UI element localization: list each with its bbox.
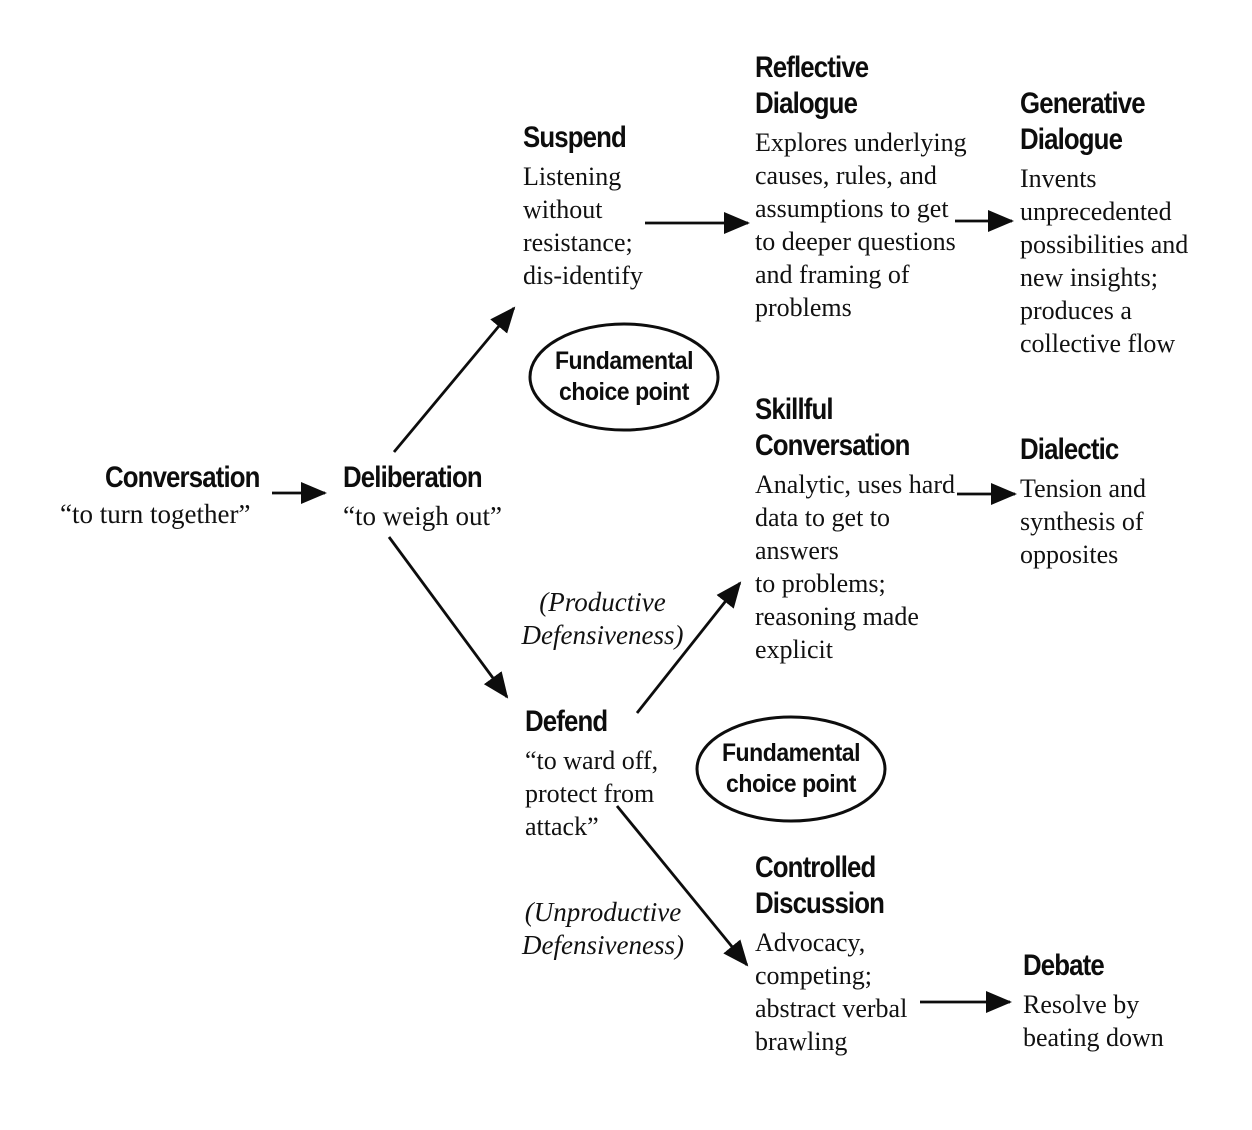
node-skillful-conversation: Skillful Conversation Analytic, uses har… bbox=[755, 392, 955, 666]
suspend-description: Listening without resistance; dis-identi… bbox=[523, 162, 643, 290]
generative-dialogue-description: Invents unprecedented possibilities and … bbox=[1020, 164, 1189, 358]
node-dialectic: Dialectic Tension and synthesis of oppos… bbox=[1020, 432, 1146, 571]
suspend-title: Suspend bbox=[523, 121, 627, 154]
unproductive-defensiveness-label: (Unproductive Defensiveness) bbox=[522, 897, 684, 960]
debate-title: Debate bbox=[1023, 949, 1105, 982]
conversation-title: Conversation bbox=[105, 461, 260, 494]
conversation-description: “to turn together” bbox=[60, 499, 251, 529]
node-conversation-subtitle: “to turn together” bbox=[60, 494, 250, 531]
node-deliberation: Deliberation “to weigh out” bbox=[343, 460, 504, 533]
defend-description: “to ward off, protect from attack” bbox=[525, 746, 659, 841]
skillful-conversation-description: Analytic, uses hard data to get to answe… bbox=[755, 470, 956, 664]
node-debate: Debate Resolve by beating down bbox=[1023, 948, 1164, 1054]
defend-title: Defend bbox=[525, 705, 608, 738]
node-controlled-discussion: Controlled Discussion Advocacy, competin… bbox=[755, 850, 907, 1058]
dialectic-description: Tension and synthesis of opposites bbox=[1020, 474, 1146, 569]
generative-dialogue-title: Generative Dialogue bbox=[1020, 87, 1146, 156]
controlled-discussion-description: Advocacy, competing; abstract verbal bra… bbox=[755, 928, 908, 1056]
node-reflective-dialogue: Reflective Dialogue Explores underlying … bbox=[755, 50, 967, 324]
debate-description: Resolve by beating down bbox=[1023, 990, 1164, 1052]
choice-point-upper-label: Fundamental choice point bbox=[554, 347, 694, 406]
deliberation-description: “to weigh out” bbox=[343, 501, 502, 531]
arrow-deliberation-to-defend bbox=[387, 536, 509, 699]
arrow-defend-to-controlled-discussion bbox=[615, 805, 749, 967]
node-conversation: Conversation bbox=[105, 460, 285, 496]
choice-point-lower-label: Fundamental choice point bbox=[721, 739, 861, 798]
arrow-deliberation-to-suspend bbox=[392, 306, 516, 453]
dialectic-title: Dialectic bbox=[1020, 433, 1119, 466]
choice-point-lower-ellipse bbox=[695, 715, 887, 823]
choice-point-upper-ellipse bbox=[528, 322, 720, 432]
deliberation-title: Deliberation bbox=[343, 461, 483, 494]
arrow-defend-to-skillful-conversation bbox=[635, 581, 742, 714]
node-suspend: Suspend Listening without resistance; di… bbox=[523, 120, 643, 292]
skillful-conversation-title: Skillful Conversation bbox=[755, 393, 910, 462]
node-defend: Defend “to ward off, protect from attack… bbox=[525, 704, 658, 843]
reflective-dialogue-description: Explores underlying causes, rules, and a… bbox=[755, 128, 967, 322]
productive-defensiveness-label: (Productive Defensiveness) bbox=[521, 587, 684, 650]
controlled-discussion-title: Controlled Discussion bbox=[755, 851, 885, 920]
node-generative-dialogue: Generative Dialogue Invents unprecedente… bbox=[1020, 86, 1188, 360]
reflective-dialogue-title: Reflective Dialogue bbox=[755, 51, 869, 120]
